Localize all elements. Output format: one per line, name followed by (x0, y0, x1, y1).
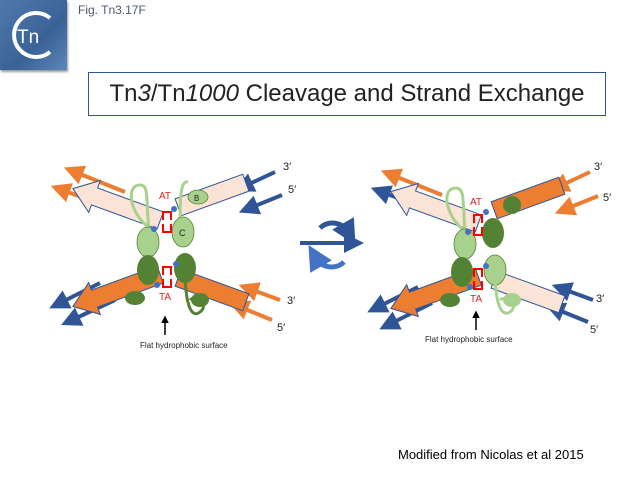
title-part: Cleavage and Strand Exchange (238, 80, 585, 107)
site-bottom-label: TA (470, 294, 482, 305)
dark-domain (482, 218, 504, 248)
cleavage-bracket (473, 214, 483, 236)
light-domain (503, 293, 521, 307)
label-3prime: 3′ (596, 293, 604, 305)
dark-domain (137, 255, 159, 285)
dark-domain (191, 293, 209, 307)
serine-dot (465, 229, 471, 235)
dna-arrow-top-left (72, 179, 165, 230)
right-panel: AT TA 3′ 5′ 3′ 5′ Flat hydrophobic surfa… (367, 161, 611, 344)
label-3prime: 3′ (283, 161, 291, 173)
dark-domain (503, 196, 521, 214)
title-part: 3 (137, 80, 151, 107)
title-part: /Tn (150, 80, 186, 107)
domain-b-label: B (194, 194, 199, 203)
dark-domain (451, 257, 473, 287)
serine-dot (171, 206, 177, 212)
serine-dot (467, 284, 473, 290)
strand-arrow (49, 281, 101, 309)
label-3prime: 3′ (594, 161, 602, 173)
dna-segment-top-right (174, 173, 250, 217)
serine-dot (173, 261, 179, 267)
serine-dot (154, 282, 160, 288)
label-3prime: 3′ (287, 295, 295, 307)
label-5prime: 5′ (590, 324, 598, 336)
cleavage-bracket (473, 268, 483, 290)
tn-logo: Tn (0, 0, 67, 70)
light-domain (453, 228, 477, 260)
arm-loop (129, 183, 152, 241)
site-top-label: AT (159, 191, 171, 202)
strand-arrow (544, 302, 589, 324)
title-part: 1000 (185, 80, 239, 107)
label-5prime: 5′ (603, 192, 611, 204)
title-part: Tn (109, 80, 138, 107)
strand-arrow (549, 170, 591, 192)
dark-domain (440, 293, 460, 307)
surface-label: Flat hydrophobic surface (425, 335, 513, 344)
strand-arrow (238, 282, 281, 302)
strand-arrow (228, 300, 273, 322)
light-domain (136, 226, 160, 258)
arm-loop (445, 186, 468, 245)
logo-text: Tn (17, 27, 39, 48)
surface-label: Flat hydrophobic surface (140, 341, 228, 350)
figure-label: Fig. Tn3.17F (78, 3, 146, 17)
serine-dot (483, 209, 489, 215)
label-5prime: 5′ (288, 184, 296, 196)
dark-domain (125, 291, 145, 305)
logo-c-icon: Tn (12, 11, 52, 59)
strand-arrow (554, 194, 599, 216)
cleavage-bracket (162, 266, 172, 288)
left-panel: B C AT TA 3′ 5′ 3′ 5′ Flat hydrophobic s… (49, 161, 296, 350)
cleavage-bracket (162, 211, 172, 233)
strand-arrow (234, 170, 276, 192)
strand-arrow (551, 282, 594, 302)
domain-c-label: C (179, 228, 186, 238)
citation-caption: Modified from Nicolas et al 2015 (398, 447, 584, 462)
label-5prime: 5′ (277, 322, 285, 334)
serine-dot (483, 263, 489, 269)
domain-b-oval (187, 189, 209, 205)
site-bottom-label: TA (159, 292, 171, 303)
site-top-label: AT (470, 197, 482, 208)
rotation-icon (300, 217, 364, 273)
serine-dot (151, 226, 157, 232)
dna-segment-top-right (490, 176, 566, 220)
strand-arrow (238, 193, 283, 215)
